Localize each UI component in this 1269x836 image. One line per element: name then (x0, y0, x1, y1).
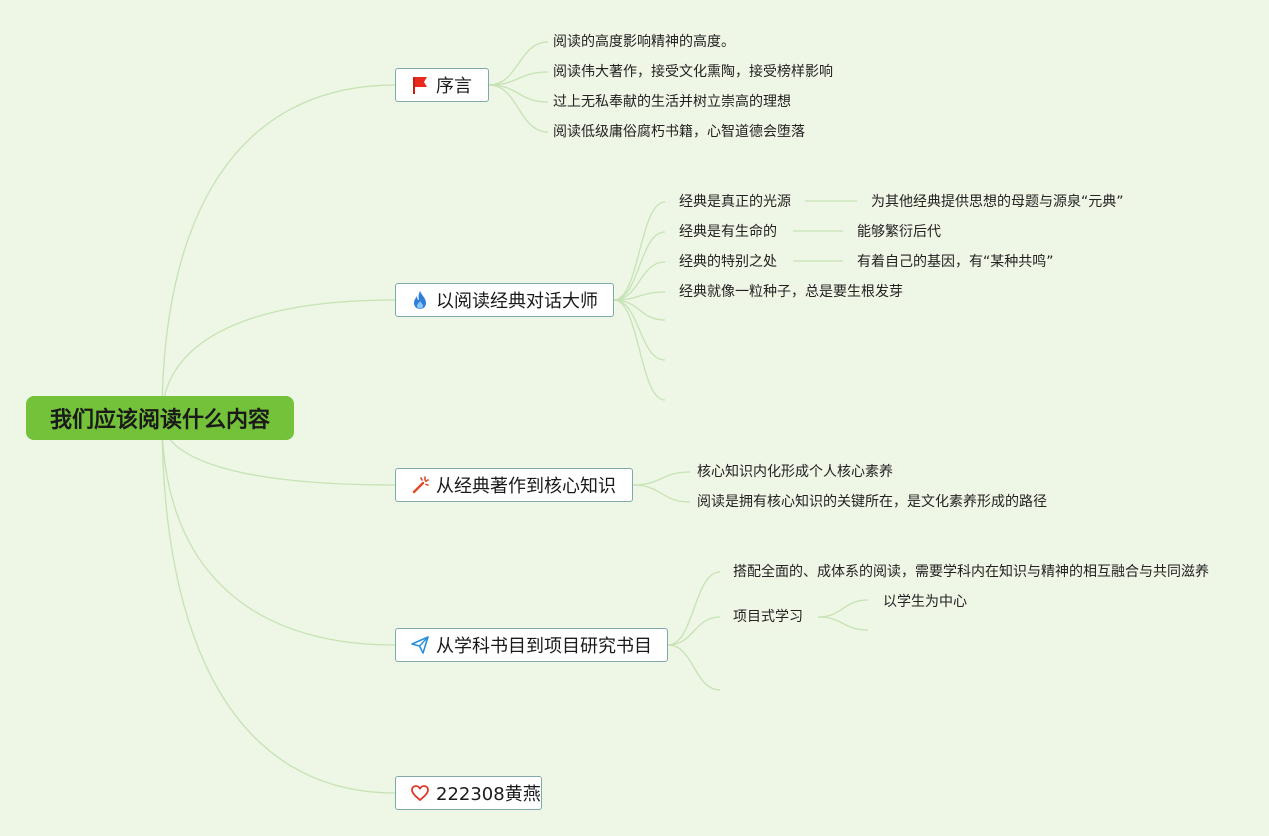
leaf-project-2[interactable]: 项目式学习 (731, 608, 805, 626)
leaf-connector (488, 41, 549, 86)
leaf-classics-4[interactable]: 经典就像一粒种子，总是要生根发芽 (677, 283, 905, 301)
leaf-connector (613, 299, 666, 401)
root-topic[interactable]: 我们应该阅读什么内容 (26, 396, 294, 440)
leaf-classics-2-sub[interactable]: 能够繁衍后代 (855, 223, 943, 241)
paper-plane-icon (410, 635, 430, 655)
leaf-connector (613, 201, 666, 301)
leaf-preface-4[interactable]: 阅读低级庸俗腐朽书籍，心智道德会堕落 (551, 123, 807, 141)
leaf-preface-2[interactable]: 阅读伟大著作，接受文化熏陶，接受榜样影响 (551, 63, 835, 81)
branch-project-reading[interactable]: 从学科书目到项目研究书目 (395, 628, 668, 662)
leaf-connector (632, 484, 691, 503)
sub-connector (817, 599, 869, 618)
leaf-connector (667, 616, 721, 646)
leaf-core-1[interactable]: 核心知识内化形成个人核心素养 (695, 463, 895, 481)
leaf-classics-3-sub[interactable]: 有着自己的基因，有“某种共鸣” (855, 253, 1056, 271)
leaf-classics-1-sub[interactable]: 为其他经典提供思想的母题与源泉“元典” (869, 193, 1126, 211)
branch-core-knowledge[interactable]: 从经典著作到核心知识 (395, 468, 633, 502)
leaf-connector (667, 571, 721, 646)
sub-connector (817, 616, 869, 631)
magic-wand-icon (410, 475, 430, 495)
leaf-core-2[interactable]: 阅读是拥有核心知识的关键所在，是文化素养形成的路径 (695, 493, 1049, 511)
branch-preface[interactable]: 序言 (395, 68, 489, 102)
leaf-classics-2[interactable]: 经典是有生命的 (677, 223, 779, 241)
branch-label: 从经典著作到核心知识 (436, 476, 616, 497)
leaf-classics-3[interactable]: 经典的特别之处 (677, 253, 779, 271)
heart-icon (410, 783, 430, 803)
red-flag-icon (410, 75, 430, 95)
branch-classics-dialogue[interactable]: 以阅读经典对话大师 (395, 283, 614, 317)
root-branch-connector (161, 417, 396, 794)
leaf-project-1[interactable]: 搭配全面的、成体系的阅读，需要学科内在知识与精神的相互融合与共同滋养 (731, 563, 1211, 581)
leaf-connector (613, 299, 666, 321)
branch-author[interactable]: 222308黄燕 (395, 776, 542, 810)
root-branch-connector (161, 417, 396, 646)
branch-label: 序言 (436, 76, 472, 97)
leaf-connector (613, 261, 666, 301)
branch-label: 从学科书目到项目研究书目 (436, 636, 652, 657)
leaf-preface-1[interactable]: 阅读的高度影响精神的高度。 (551, 33, 737, 51)
leaf-project-2-sub[interactable]: 以学生为中心 (881, 593, 969, 611)
leaf-connector (632, 471, 691, 486)
branch-label: 222308黄燕 (436, 784, 541, 805)
leaf-preface-3[interactable]: 过上无私奉献的生活并树立崇高的理想 (551, 93, 793, 111)
root-branch-connector (161, 84, 396, 419)
branch-label: 以阅读经典对话大师 (436, 291, 598, 312)
leaf-connector (667, 644, 721, 691)
leaf-connector (613, 231, 666, 301)
root-branch-connector (161, 299, 396, 419)
leaf-connector (488, 71, 549, 86)
leaf-connector (613, 299, 666, 361)
leaf-connector (488, 84, 549, 133)
leaf-classics-1[interactable]: 经典是真正的光源 (677, 193, 793, 211)
leaf-connector (488, 84, 549, 103)
fire-icon (410, 290, 430, 310)
